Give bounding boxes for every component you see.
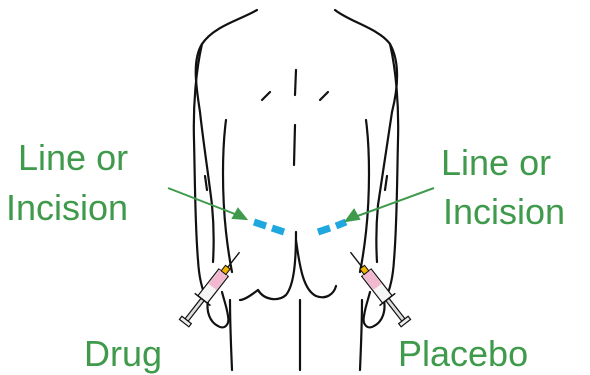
syringe-plunger-rod bbox=[185, 298, 204, 321]
incision-marks bbox=[254, 222, 346, 232]
shoulder-blade-left bbox=[262, 92, 270, 100]
human-back-outline bbox=[194, 10, 398, 370]
incision-mark-right-1 bbox=[318, 228, 330, 232]
spine-line-2 bbox=[294, 125, 295, 165]
arrow-left-shaft bbox=[168, 188, 240, 216]
label-right-incision: Incision bbox=[443, 191, 565, 233]
right-arm-inner bbox=[360, 120, 369, 272]
left-arm-outer bbox=[194, 44, 207, 300]
label-placebo: Placebo bbox=[398, 333, 528, 375]
label-left-incision: Incision bbox=[6, 187, 128, 229]
arrow-left-head bbox=[233, 209, 246, 219]
buttocks-crease bbox=[258, 232, 296, 299]
label-left-line-or: Line or bbox=[18, 137, 128, 179]
right-leg bbox=[360, 300, 362, 370]
shoulder-blade-right bbox=[320, 92, 328, 100]
buttocks-right bbox=[296, 240, 336, 297]
arrow-right-head bbox=[346, 210, 359, 221]
buttocks-left-lower bbox=[240, 290, 258, 300]
label-drug: Drug bbox=[84, 333, 162, 375]
arrow-right-shaft bbox=[352, 188, 434, 218]
spine-line bbox=[295, 70, 296, 95]
left-leg bbox=[230, 300, 232, 370]
right-arm-outer bbox=[385, 44, 398, 300]
incision-mark-right-2 bbox=[336, 222, 346, 226]
incision-mark-left-2 bbox=[272, 228, 284, 232]
syringe-icon bbox=[176, 246, 247, 329]
arrows bbox=[168, 188, 434, 221]
left-arm-inner bbox=[223, 120, 232, 272]
body-outline-left bbox=[196, 10, 257, 262]
incision-mark-left-1 bbox=[254, 222, 266, 226]
syringe-icon bbox=[343, 246, 414, 329]
left-elbow-mark bbox=[205, 176, 207, 190]
label-right-line-or: Line or bbox=[441, 142, 551, 184]
right-elbow-mark bbox=[385, 176, 387, 190]
syringe-plunger-rod bbox=[386, 298, 405, 321]
needle bbox=[350, 252, 362, 267]
